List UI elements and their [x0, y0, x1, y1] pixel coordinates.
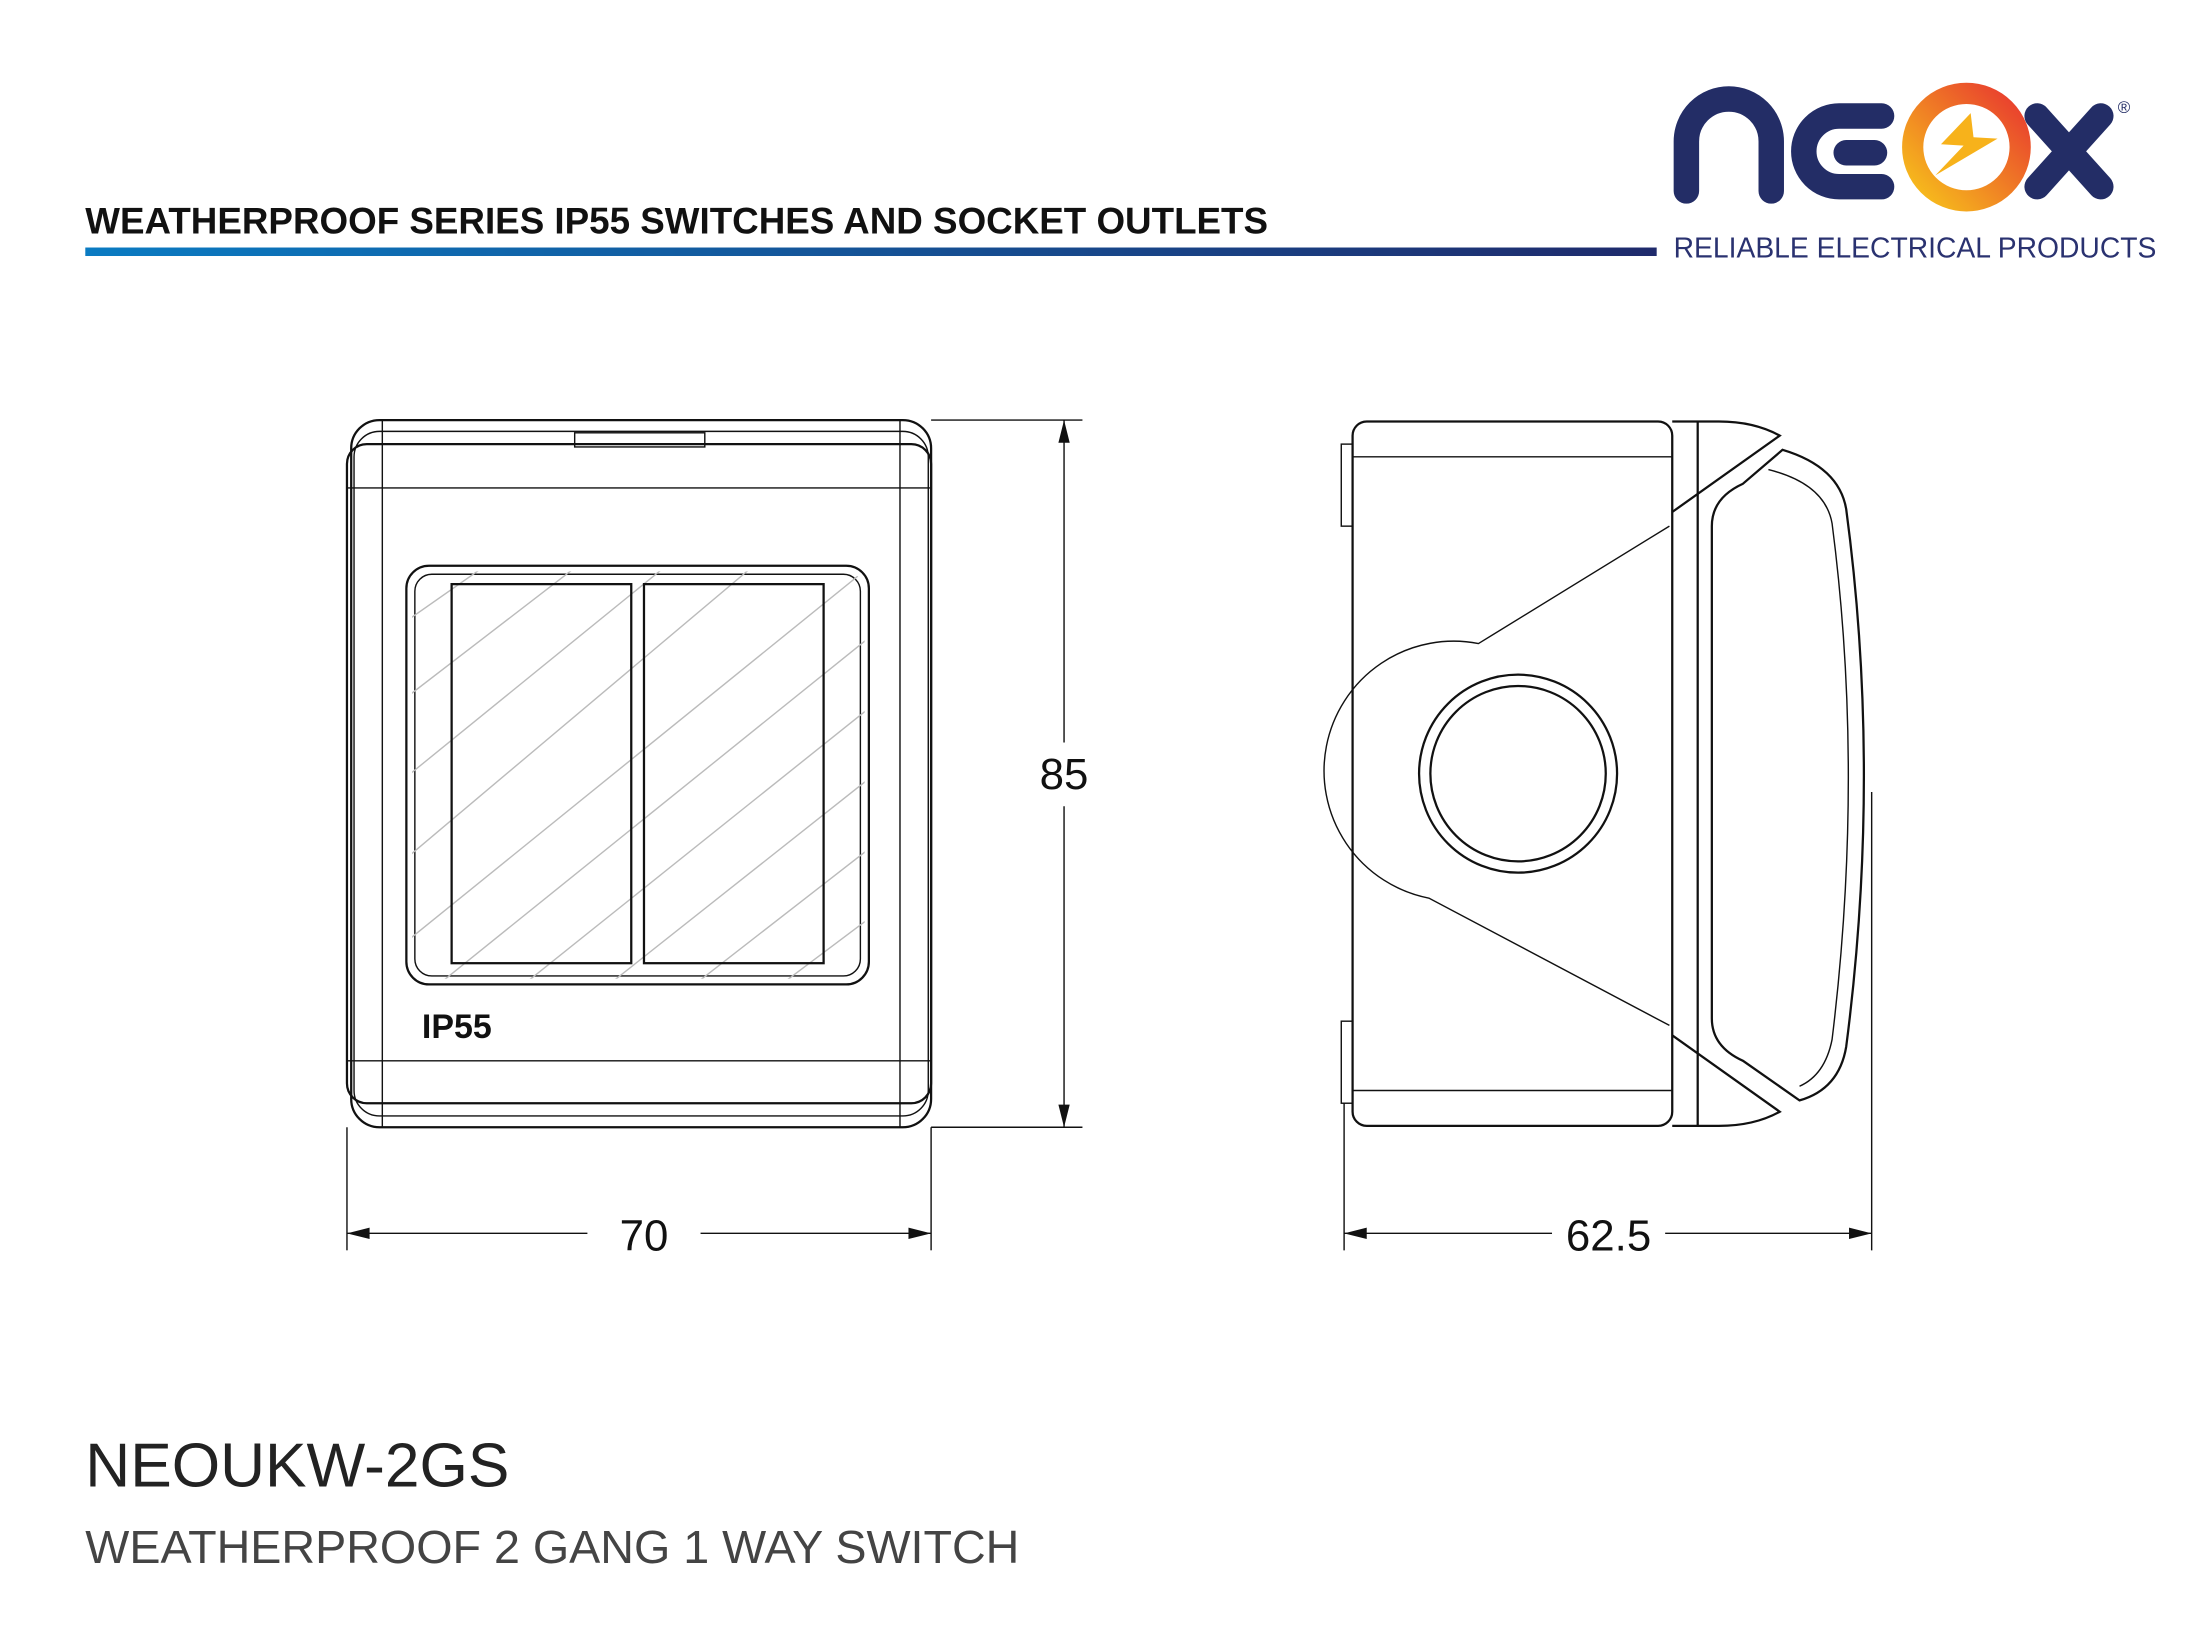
header-title: WEATHERPROOF SERIES IP55 SWITCHES AND SO… [85, 200, 1268, 241]
product-description: WEATHERPROOF 2 GANG 1 WAY SWITCH [85, 1521, 1019, 1573]
side-view-drawing [1323, 420, 1866, 1127]
height-dimension: 85 [1040, 750, 1089, 799]
registered-mark: ® [2118, 98, 2131, 117]
header-accent-bar [85, 247, 1657, 257]
side-dimensions [1343, 792, 1873, 1251]
width-dimension: 70 [620, 1211, 669, 1260]
logo-tagline: RELIABLE ELECTRICAL PRODUCTS [1674, 231, 2157, 263]
depth-dimension: 62.5 [1566, 1211, 1651, 1260]
switch-rocker-2 [642, 583, 825, 965]
ip55-label: IP55 [422, 1008, 492, 1046]
front-view-drawing: IP55 [345, 418, 933, 1129]
front-dimensions [346, 419, 1083, 1251]
switch-rocker-1 [450, 583, 633, 965]
product-model: NEOUKW-2GS [85, 1432, 509, 1501]
neox-logo: ® [1673, 82, 2131, 212]
